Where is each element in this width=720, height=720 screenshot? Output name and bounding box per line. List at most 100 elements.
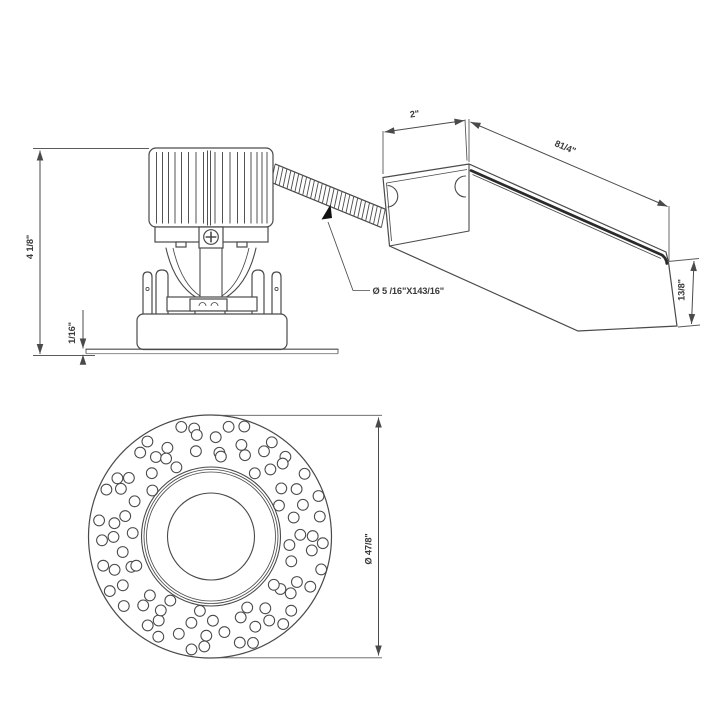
conduit-corrugation: [361, 201, 366, 220]
junction-box-body: [382, 163, 678, 332]
box-lip-edge: [469, 169, 669, 265]
flange-ring-inner: [146, 471, 276, 602]
flange-hole: [247, 636, 259, 649]
reflector-curve-right-outer: [224, 247, 257, 299]
flange-hole: [275, 482, 288, 495]
flange-hole: [193, 604, 206, 617]
flange-hole: [312, 490, 325, 502]
flange-hole: [206, 614, 219, 627]
flange-hole: [96, 534, 108, 547]
conduit-corrugation: [282, 169, 288, 187]
conduit-corrugation: [302, 177, 307, 195]
knockout-right-icon: [454, 175, 467, 198]
plate-tab-right: [236, 241, 248, 248]
flange-hole: [296, 498, 309, 511]
diameter-dimension-label: Ø 47/8": [364, 533, 374, 564]
flange-hole: [306, 530, 319, 543]
flange-hole: [190, 429, 203, 441]
side-view: 4 1/8" 1/16" Ø 5 /16"X143/16": [25, 147, 445, 365]
flange-hole: [116, 546, 129, 558]
flange-hole: [185, 616, 198, 629]
flange-edges: [85, 349, 339, 354]
conduit-corrugation: [314, 182, 319, 200]
flange-hole: [283, 539, 296, 551]
conduit-corrugation: [318, 183, 323, 202]
flange-hole: [235, 438, 248, 451]
spring-pin-left: [145, 286, 150, 292]
flange-hole: [198, 640, 211, 653]
depth-dimension-line: [688, 260, 697, 325]
junction-box-endcap-edges: [388, 163, 470, 247]
flange-hole: [277, 618, 290, 631]
width-dimension-label: 2": [409, 108, 420, 119]
flange-hole: [249, 620, 262, 633]
flange-hole: [161, 441, 174, 454]
conduit-corrugation: [333, 190, 339, 208]
center-post: [199, 247, 223, 298]
flange-hole: [97, 559, 110, 572]
flange-hole: [114, 482, 127, 495]
length-dimension-line: [470, 121, 668, 207]
flange-hole: [116, 579, 129, 592]
conduit-corrugation: [286, 170, 292, 189]
conduit-corrugation: [349, 196, 355, 215]
flange-hole: [185, 643, 198, 656]
conduit-corrugation: [294, 174, 300, 192]
flange-view: Ø 47/8": [87, 414, 382, 659]
junction-box-endcap-inset: [386, 169, 468, 242]
flange-hole: [214, 450, 227, 463]
flange-hole: [298, 467, 311, 480]
flange-hole: [239, 449, 251, 462]
flange-hole: [189, 445, 202, 458]
reflector-curve-right-inner: [221, 247, 250, 297]
flange-hole: [200, 629, 213, 642]
screw-cross-icon: [205, 231, 217, 243]
conduit-corrugation: [377, 207, 382, 226]
conduit-corrugation: [274, 165, 280, 184]
conduit-corrugation: [322, 185, 327, 203]
width-ext-lines: [382, 119, 468, 174]
driver-box-view: 2" 81/4" 13/8": [382, 108, 701, 332]
flange-hole: [265, 436, 278, 449]
flange-hole: [285, 555, 298, 568]
flange-hole: [172, 627, 185, 640]
conduit-corrugation: [337, 191, 343, 210]
heatsink-body: [148, 147, 274, 228]
flange-hole: [315, 563, 328, 576]
conduit-corrugation: [345, 194, 351, 213]
flange-hole: [259, 602, 272, 615]
flange-hole: [305, 544, 318, 557]
flexible-conduit: [267, 163, 389, 229]
flange-hole: [234, 611, 247, 624]
flange-hole: [290, 483, 303, 496]
plate-tab-left: [175, 241, 187, 248]
flange-hole: [238, 420, 251, 433]
spring-clip-left-inner: [155, 269, 169, 315]
flange-hole: [263, 614, 276, 627]
flange-hole: [284, 587, 297, 600]
conduit-corrugation: [278, 167, 284, 186]
flange-hole: [241, 601, 254, 614]
conduit-corrugation: [369, 204, 374, 223]
flange-hole: [285, 604, 298, 617]
conduit-corrugation: [365, 203, 370, 221]
length-dimension-label: 81/4": [553, 138, 577, 156]
conduit-corrugation: [341, 193, 347, 212]
heatsink-fins: [156, 150, 268, 226]
flange-hole: [126, 527, 139, 539]
trim-housing: [136, 313, 288, 351]
flange-hole: [130, 559, 143, 572]
spring-clip-left-outer: [142, 271, 153, 315]
flange-hole: [100, 483, 113, 496]
lip-dimension-label: 1/16": [67, 322, 77, 344]
conduit-dimension-label: Ø 5 /16"X143/16": [373, 286, 445, 296]
flange-hole: [258, 445, 270, 458]
flange-hole: [313, 510, 326, 523]
flange-hole: [145, 467, 158, 480]
conduit-leader-line: [327, 221, 370, 291]
flange-hole: [141, 619, 154, 632]
conduit-corrugation: [353, 198, 359, 216]
flange-ring-middle: [143, 469, 279, 604]
